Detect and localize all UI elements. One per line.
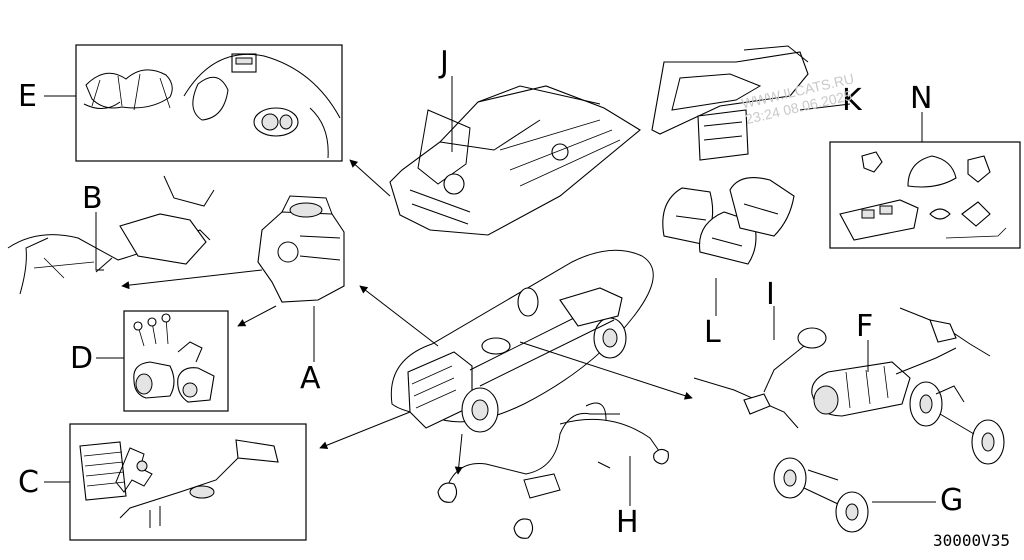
callout-l[interactable]: L [704,315,721,350]
seats-l[interactable] [662,177,795,265]
callout-c[interactable]: C [18,465,39,500]
callout-h[interactable]: H [616,505,639,540]
callout-k[interactable]: K [842,83,862,118]
callout-i[interactable]: I [766,277,775,312]
group-f-transmission[interactable] [811,307,991,417]
leader-lines [44,76,936,506]
group-g-axles[interactable] [773,381,1005,533]
callout-e[interactable]: E [18,79,37,114]
body-shell-j[interactable] [389,85,641,236]
callout-b[interactable]: B [82,181,103,216]
callout-f[interactable]: F [856,309,874,344]
body-panels-k[interactable] [651,45,809,161]
callout-n[interactable]: N [910,81,933,116]
group-d-starter-box[interactable] [123,310,229,412]
group-c-exhaust-box[interactable] [69,423,307,541]
engine-a[interactable] [257,195,345,303]
callout-a[interactable]: A [300,361,321,396]
callout-d[interactable]: D [70,341,94,376]
group-n-accessories-box[interactable] [829,141,1021,249]
group-h-chassis-harness[interactable] [437,402,669,539]
group-e-harness-box[interactable] [75,44,343,162]
diagram-code: 30000V35 [932,531,1010,550]
chassis-overview[interactable] [390,249,654,433]
callout-j[interactable]: J [440,45,449,80]
callout-g[interactable]: G [940,483,964,518]
group-i-steering[interactable] [693,327,827,429]
group-b-engine-harness[interactable] [7,175,215,295]
pointer-arrows [121,159,693,475]
